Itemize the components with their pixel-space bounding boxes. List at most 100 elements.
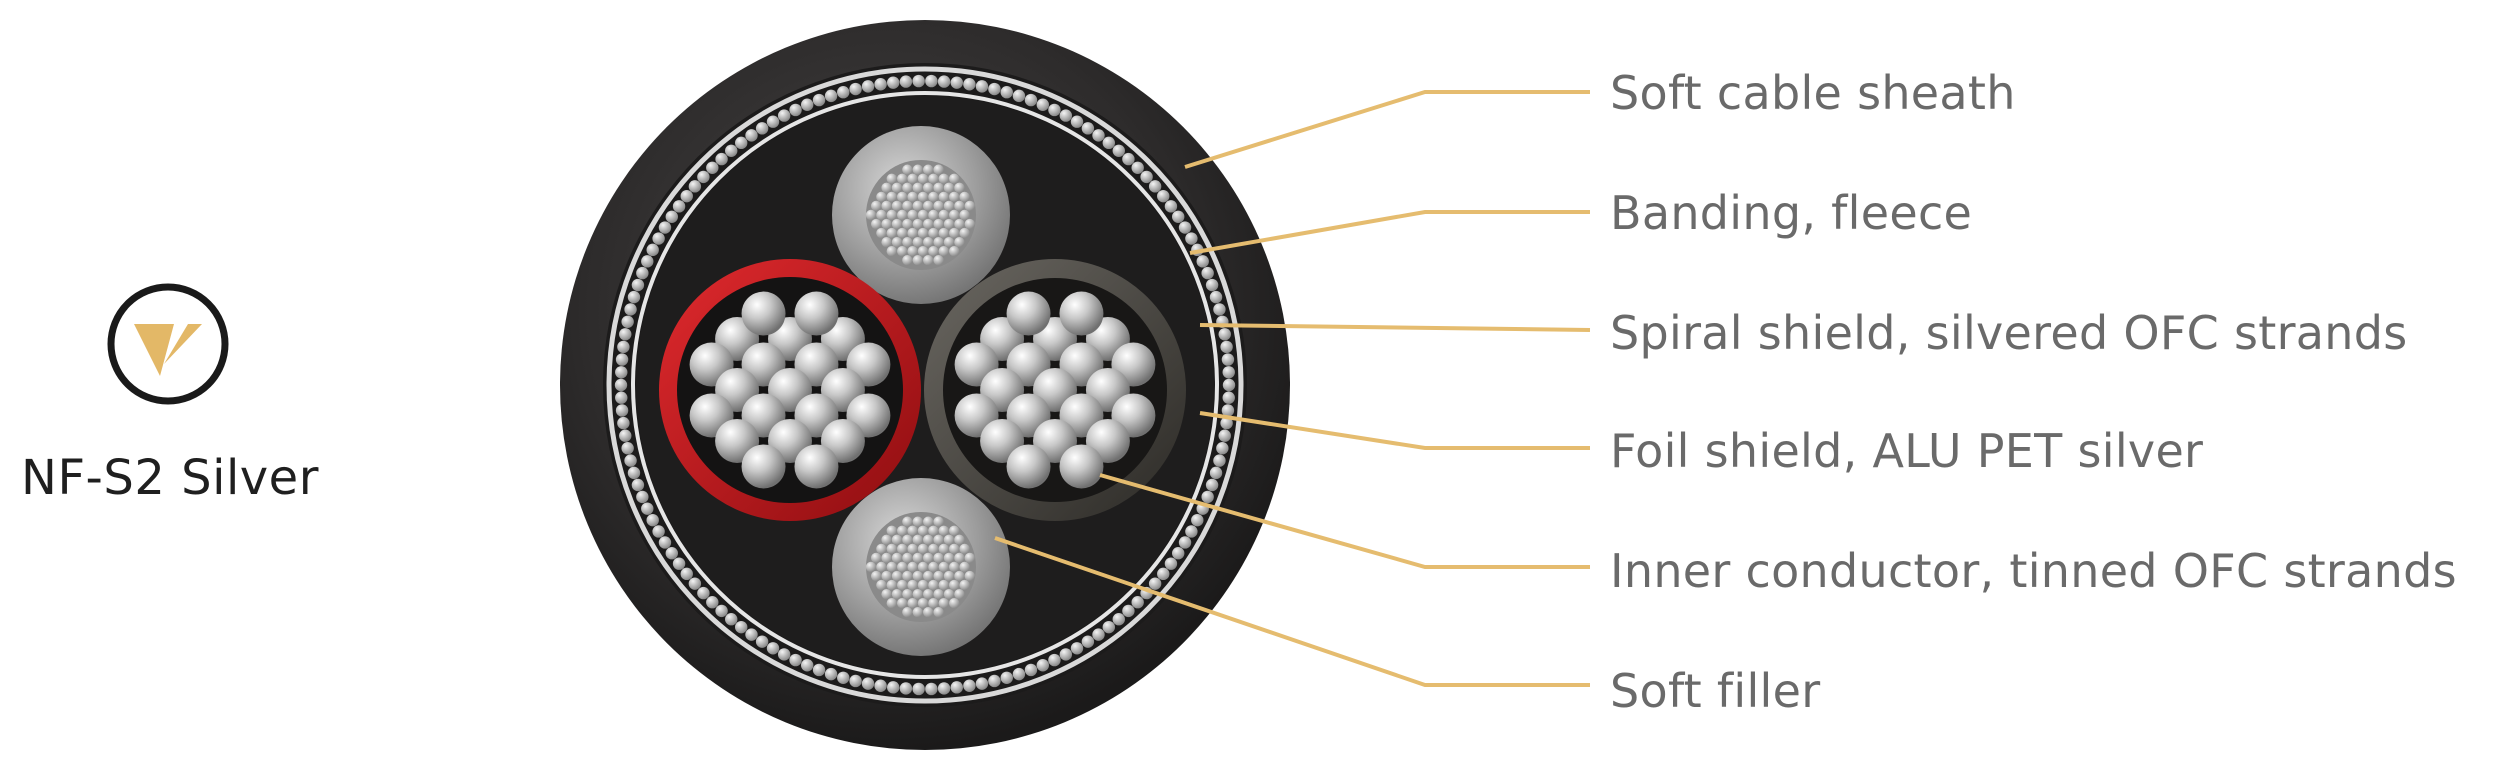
spiral-shield-strand	[789, 653, 802, 667]
spiral-shield-strand	[1218, 429, 1231, 442]
spiral-shield-strand	[1220, 416, 1233, 430]
spiral-shield-strand	[1024, 93, 1038, 107]
spiral-shield-strand	[755, 635, 769, 648]
spiral-shield-strand	[1222, 391, 1235, 404]
spiral-shield-strand	[1059, 648, 1073, 661]
conductor-strand	[741, 444, 786, 489]
filler-fine-strand	[943, 218, 955, 230]
spiral-shield-strand	[1148, 577, 1162, 590]
filler-fine-strand	[964, 200, 975, 212]
conductor-strand	[1006, 444, 1051, 489]
filler-fine-strand	[938, 209, 949, 221]
spiral-shield-strand	[697, 586, 710, 600]
filler-fine-strand	[886, 191, 897, 203]
spiral-shield-strand	[812, 93, 826, 107]
filler-fine-strand	[907, 245, 918, 257]
filler-fine-strand	[897, 209, 908, 221]
filler-fine-strand	[928, 543, 939, 555]
filler-fine-strand	[917, 543, 929, 555]
filler-fine-strand	[933, 164, 944, 175]
spiral-shield-strand	[1059, 109, 1073, 122]
filler-fine-strand	[954, 182, 965, 194]
spiral-shield-strand	[706, 595, 719, 609]
filler-fine-strand	[923, 534, 934, 546]
filler-fine-strand	[954, 218, 965, 230]
filler-fine-strand	[943, 570, 955, 582]
spiral-shield-strand	[631, 278, 645, 292]
spiral-shield-strand	[697, 170, 710, 184]
filler-fine-strand	[917, 191, 929, 203]
spiral-shield-strand	[1148, 180, 1162, 193]
spiral-shield-strand	[912, 682, 925, 696]
spiral-shield-strand	[1201, 266, 1214, 280]
spiral-shield-strand	[627, 466, 641, 480]
spiral-shield-strand	[621, 315, 634, 328]
filler-fine-strand	[907, 561, 918, 573]
spiral-shield-strand	[824, 89, 838, 103]
filler-fine-strand	[938, 191, 949, 203]
filler-fine-strand	[938, 579, 949, 591]
spiral-shield-strand	[1222, 378, 1236, 392]
spiral-shield-strand	[1131, 161, 1144, 175]
spiral-shield-strand	[745, 129, 758, 142]
spiral-shield-strand	[614, 378, 628, 392]
conductor-strand	[1006, 291, 1051, 336]
spiral-shield-strand	[1081, 635, 1095, 648]
filler-fine-strand	[907, 525, 918, 537]
spiral-shield-strand	[615, 391, 628, 404]
spiral-shield-strand	[988, 674, 1001, 688]
filler-fine-strand	[959, 227, 970, 239]
filler-fine-strand	[954, 570, 965, 582]
filler-fine-strand	[881, 552, 892, 564]
filler-fine-strand	[902, 607, 913, 618]
filler-fine-strand	[933, 236, 944, 248]
filler-fine-strand	[912, 200, 923, 212]
filler-fine-strand	[943, 182, 955, 194]
spiral-shield-strand	[1205, 478, 1219, 492]
filler-fine-strand	[923, 552, 934, 564]
filler-fine-strand	[902, 588, 913, 600]
spiral-shield-strand	[1048, 103, 1061, 117]
filler-fine-strand	[923, 255, 934, 266]
filler-fine-strand	[891, 552, 903, 564]
spiral-shield-strand	[615, 353, 629, 366]
spiral-shield-strand	[1081, 122, 1095, 135]
filler-fine-strand	[938, 173, 949, 185]
spiral-shield-strand	[789, 103, 802, 117]
filler-fine-strand	[938, 227, 949, 239]
spiral-shield-strand	[1131, 595, 1144, 609]
filler-fine-strand	[923, 182, 934, 194]
filler-fine-strand	[933, 200, 944, 212]
spiral-shield-strand	[887, 76, 900, 89]
spiral-shield-strand	[680, 189, 693, 203]
filler-fine-strand	[881, 570, 892, 582]
filler-fine-strand	[876, 543, 887, 555]
filler-fine-strand	[949, 597, 960, 609]
spiral-shield-strand	[1070, 642, 1084, 655]
filler-fine-strand	[954, 552, 965, 564]
callout-banding-fleece: Banding, fleece	[1610, 186, 1973, 240]
filler-fine-strand	[917, 209, 929, 221]
spiral-shield-strand	[1205, 278, 1219, 292]
filler-fine-strand	[923, 200, 934, 212]
filler-strand-bottom-wires	[865, 516, 975, 618]
spiral-shield-strand	[615, 366, 628, 379]
spiral-shield-strand	[1070, 115, 1084, 128]
filler-fine-strand	[907, 543, 918, 555]
spiral-shield-strand	[1012, 89, 1026, 103]
filler-fine-strand	[949, 191, 960, 203]
spiral-shield-strand	[1209, 466, 1223, 480]
filler-fine-strand	[891, 182, 903, 194]
filler-fine-strand	[891, 200, 903, 212]
spiral-shield-strand	[1000, 85, 1013, 99]
filler-fine-strand	[876, 209, 887, 221]
filler-fine-strand	[902, 255, 913, 266]
filler-fine-strand	[871, 218, 882, 230]
spiral-shield-strand	[1000, 671, 1013, 685]
spiral-shield-strand	[636, 490, 649, 504]
spiral-shield-strand	[1172, 210, 1185, 223]
spiral-shield-strand	[824, 667, 838, 681]
conductor-strand	[741, 291, 786, 336]
spiral-shield-strand	[861, 80, 875, 93]
